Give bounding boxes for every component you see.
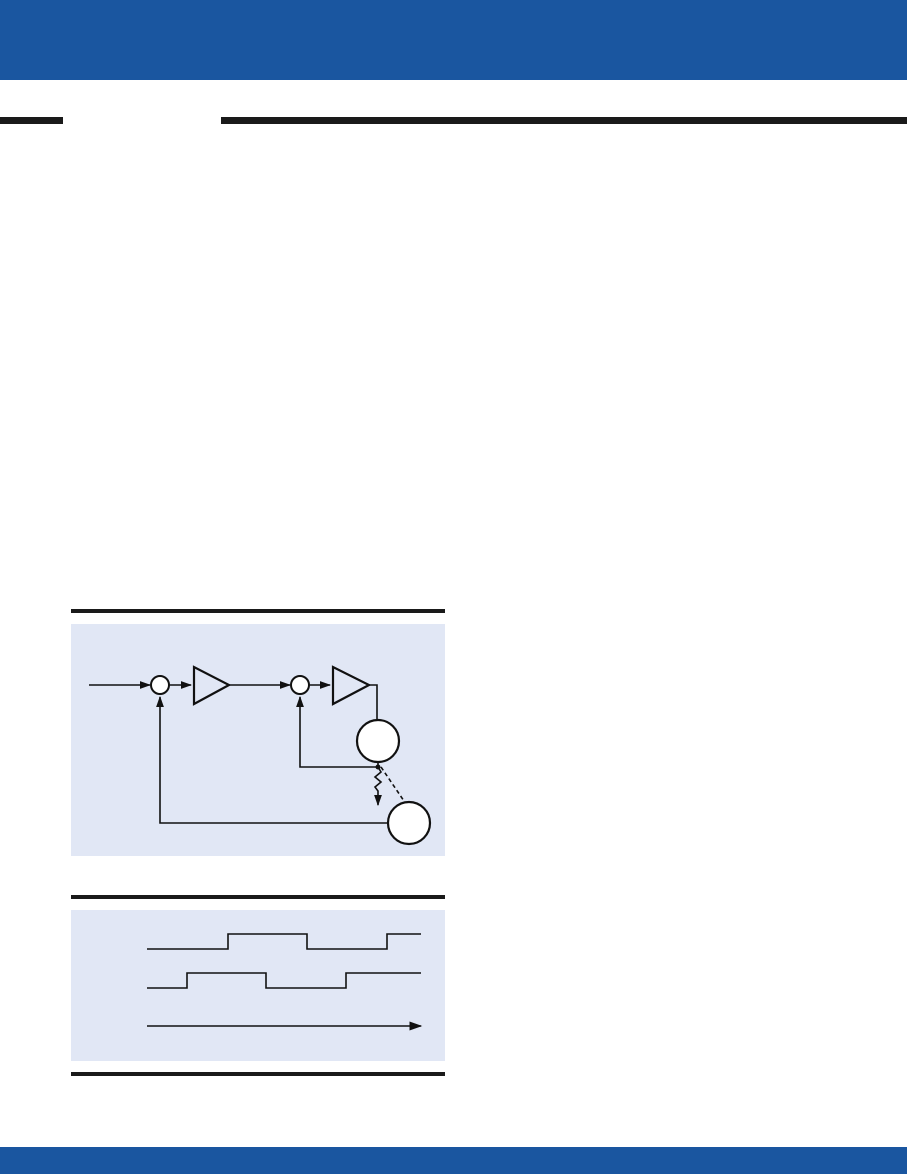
figure-2-bottom-rule xyxy=(71,1072,445,1076)
amplifier-1 xyxy=(192,665,232,706)
header-band xyxy=(0,0,907,80)
header-rule-right xyxy=(221,117,907,124)
outer-feedback-loop xyxy=(156,695,388,824)
header-rule-left xyxy=(0,117,63,124)
figure-1-top-rule xyxy=(71,609,445,613)
amplifier-2 xyxy=(331,665,372,706)
block-circle-1 xyxy=(355,718,401,764)
figure-1-panel xyxy=(71,624,445,856)
branch-dot xyxy=(375,764,381,770)
block-diagram xyxy=(89,665,432,846)
figure-2-panel xyxy=(71,910,445,1061)
summing-junction-1 xyxy=(150,675,170,695)
dashed-link xyxy=(380,766,405,802)
block-circle-2 xyxy=(386,800,432,846)
wavy-arrow xyxy=(373,766,383,807)
timing-diagram xyxy=(147,933,423,1031)
figure-2-top-rule xyxy=(71,895,445,899)
waveform-2 xyxy=(147,972,421,989)
footer-band xyxy=(0,1147,907,1174)
amp2-to-block-line xyxy=(369,684,378,719)
summing-junction-2 xyxy=(290,675,310,695)
waveform-1 xyxy=(147,933,421,950)
